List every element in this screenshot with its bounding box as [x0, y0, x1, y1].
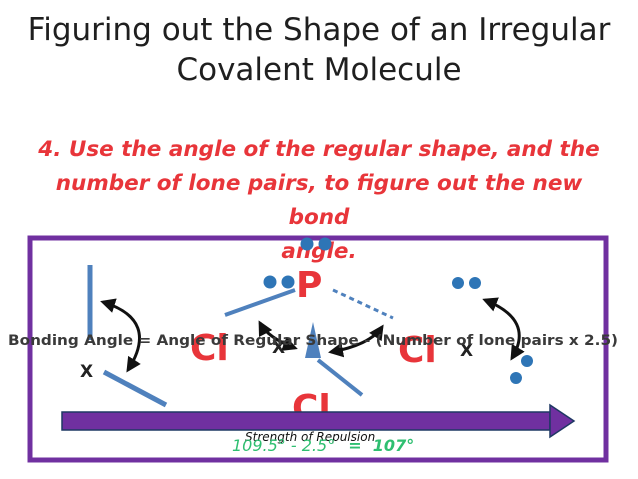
center-left-repulsion-arrow [258, 320, 298, 351]
lone-pair-dot [510, 372, 522, 384]
atom-cl-left: Cl [190, 328, 229, 369]
step-line-2: number of lone pairs, to figure out the … [55, 171, 583, 230]
x-mark-left: X [80, 362, 93, 382]
lone-pair-dot [263, 275, 277, 289]
lone-pair-dot [521, 355, 533, 367]
repulsion-arrow-shaft [61, 411, 551, 431]
x-mark-right: X [460, 341, 473, 361]
calc-expression: 109.5° - 2.5° = 107° [232, 436, 414, 455]
lone-pair-dot [281, 275, 295, 289]
left-repulsion-arrow [100, 298, 141, 373]
calc-result: 107° [373, 436, 414, 455]
right-repulsion-arrow [482, 297, 525, 361]
bond-angle-formula: Bonding Angle = Angle of Regular Shape -… [8, 333, 618, 349]
bond-p-cl-wedge [305, 322, 321, 358]
calc-left: 109.5° - 2.5° [232, 436, 335, 455]
center-right-repulsion-arrow [328, 324, 384, 358]
repulsion-arrow-head [549, 403, 576, 439]
atom-p: P [296, 265, 322, 306]
lone-pair-dot [300, 237, 314, 251]
left-bond-line-lower [102, 369, 168, 408]
lone-pair-dot [318, 237, 332, 251]
calc-equals: = [348, 436, 361, 455]
x-mark-center: X [272, 338, 285, 358]
page-title: Figuring out the Shape of an Irregular C… [0, 10, 638, 90]
diagram-frame [27, 235, 609, 463]
title-line-1: Figuring out the Shape of an Irregular [27, 12, 611, 48]
atom-cl-right: Cl [398, 330, 437, 371]
bond-p-cl-left [224, 288, 296, 317]
title-line-2: Covalent Molecule [176, 52, 462, 88]
step-line-1: 4. Use the angle of the regular shape, a… [38, 137, 600, 162]
repulsion-arrow-label: Strength of Repulsion [245, 430, 375, 444]
lone-pair-dot [452, 277, 464, 289]
bond-p-cl-back [332, 288, 394, 320]
step-instruction: 4. Use the angle of the regular shape, a… [32, 133, 606, 269]
bond-cl-line [316, 358, 364, 397]
lone-pair-dot [469, 277, 481, 289]
